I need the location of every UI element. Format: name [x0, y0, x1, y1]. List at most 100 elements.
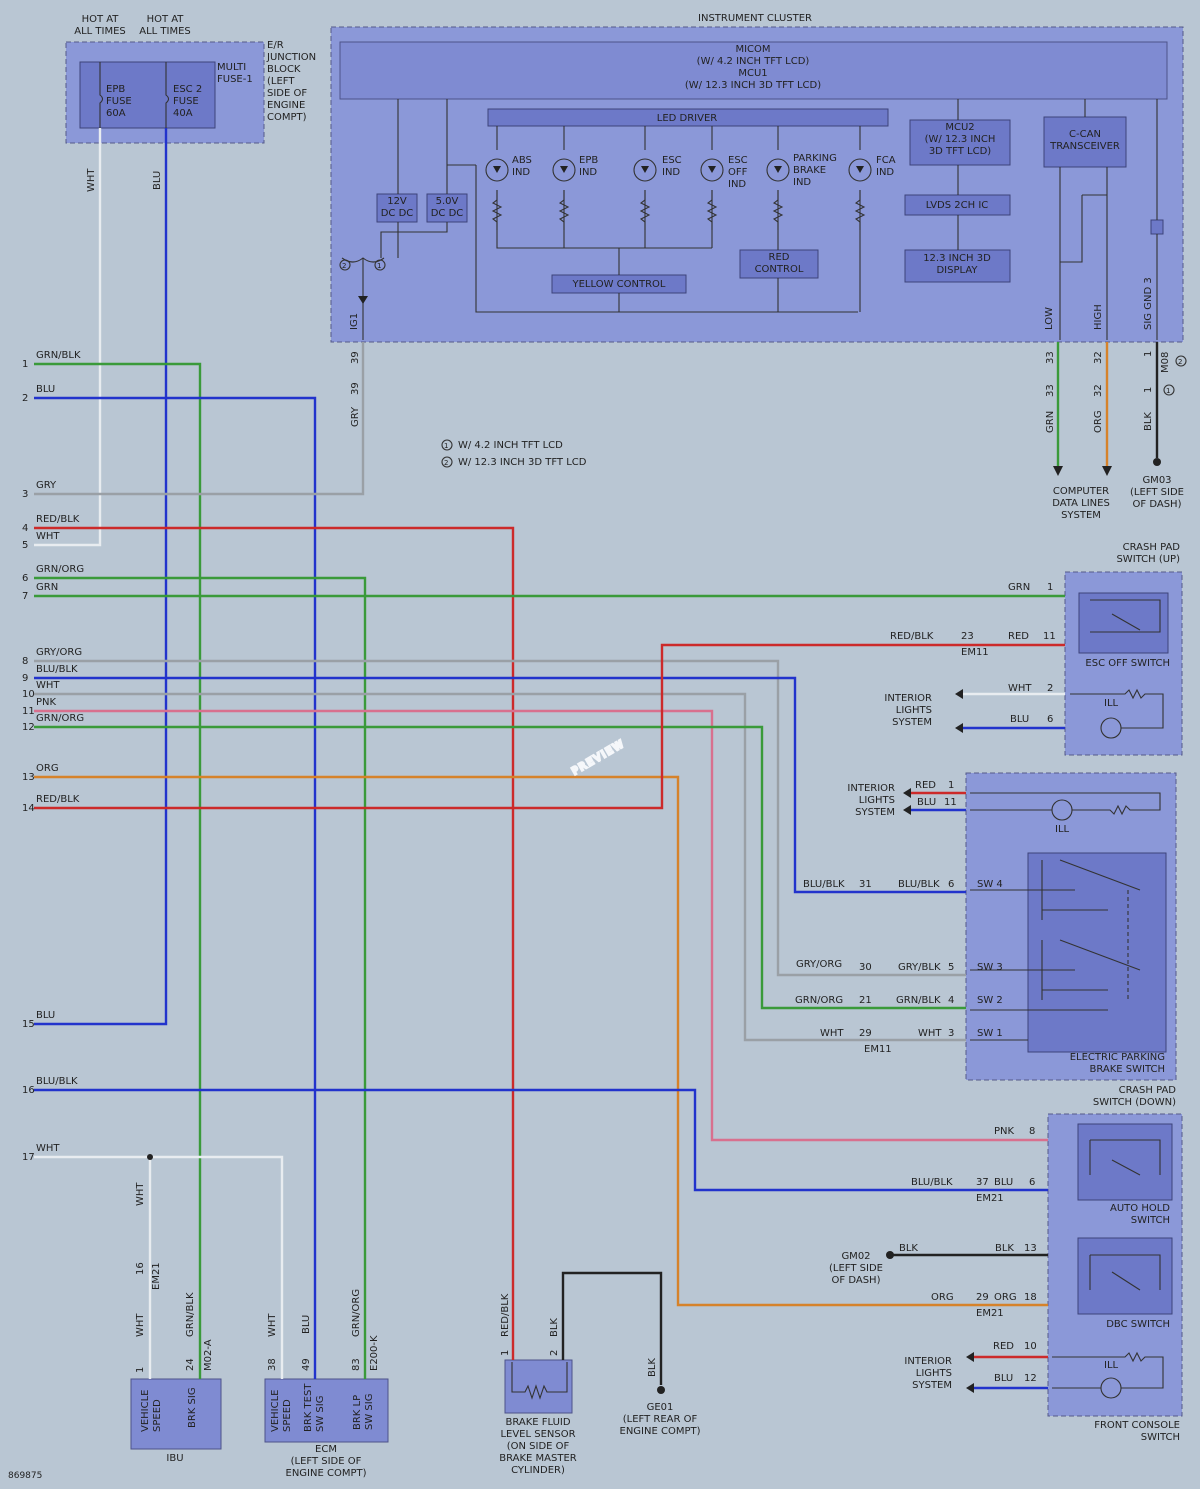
wire-7: [34, 576, 367, 1379]
indicator-group: [485, 158, 872, 230]
cluster-internal-wiring: [341, 99, 1158, 340]
micom-box: [339, 41, 1168, 100]
svg-text:2: 2: [342, 262, 346, 270]
terminal-wire-label: ORG: [36, 763, 59, 774]
svg-text:GRN: GRN: [1008, 582, 1030, 593]
resistor-icon: [706, 190, 718, 230]
epb-switch-inner: [1027, 852, 1167, 1053]
terminal-wire-label: WHT: [36, 1143, 60, 1154]
svg-text:2: 2: [444, 459, 448, 467]
svg-text:6: 6: [948, 879, 954, 890]
ecm-module: [264, 1378, 389, 1443]
esc2-fuse-icon: [165, 62, 170, 128]
wire-labels: WHT BLU GRY 39 39 33 33 32 32 1 1 GRN OR…: [86, 168, 1154, 1384]
yellow-control-label: YELLOW CONTROL: [572, 279, 666, 290]
svg-text:WHT: WHT: [1008, 683, 1032, 694]
terminal-wire-label: BLU: [36, 1010, 55, 1021]
svg-text:2: 2: [549, 1350, 560, 1356]
display-box: [904, 249, 1011, 283]
terminal-number: 11: [22, 706, 35, 717]
wire-5: [34, 342, 365, 496]
svg-text:GRN/BLK: GRN/BLK: [185, 1292, 196, 1337]
note-4-2-inch: W/ 4.2 INCH TFT LCD: [458, 440, 563, 451]
data-line-arrow: [1053, 466, 1063, 476]
low-pin-label: LOW: [1044, 307, 1055, 330]
dbc-switch-box: [1077, 1237, 1173, 1315]
svg-text:SW 1: SW 1: [977, 1028, 1003, 1039]
diagram-code: 869875: [8, 1471, 42, 1481]
svg-text:BLK: BLK: [899, 1243, 918, 1254]
svg-text:RED/BLK: RED/BLK: [890, 631, 934, 642]
svg-text:1: 1: [1143, 387, 1154, 393]
dc12-box: [376, 193, 418, 223]
svg-text:EM21: EM21: [976, 1193, 1004, 1204]
led-driver-label: LED DRIVER: [657, 113, 718, 124]
svg-text:1: 1: [1047, 582, 1053, 593]
svg-text:BLK: BLK: [1143, 412, 1154, 431]
esc-off-switch-box: [1078, 592, 1169, 654]
terminal-wire-label: GRN/BLK: [36, 350, 81, 361]
svg-text:BLK: BLK: [995, 1243, 1014, 1254]
svg-text:1: 1: [500, 1350, 511, 1356]
svg-text:RED: RED: [915, 780, 936, 791]
resistor-icon: [772, 190, 784, 230]
wire-4: [34, 396, 317, 1379]
terminal-wire-label: BLU/BLK: [36, 664, 78, 675]
svg-text:M02-A: M02-A: [203, 1339, 214, 1371]
wire-16: [34, 1088, 1048, 1192]
terminal-number: 3: [22, 489, 28, 500]
svg-text:24: 24: [185, 1358, 196, 1371]
terminal-wire-label: BLU: [36, 384, 55, 395]
led-diode-icon: [641, 166, 649, 173]
terminal-wire-label: RED/BLK: [36, 514, 80, 525]
svg-text:SW 4: SW 4: [977, 879, 1003, 890]
wire-11: [34, 692, 966, 1042]
terminal-number: 5: [22, 540, 28, 551]
terminal-wire-label: WHT: [36, 680, 60, 691]
svg-text:32: 32: [1093, 351, 1104, 364]
wire-1: [34, 128, 102, 547]
wire-6: [34, 526, 515, 1360]
wire-3: [34, 362, 202, 1379]
resistor-icon: [854, 190, 866, 230]
signal-arrow: [903, 788, 911, 798]
svg-text:ORG: ORG: [1093, 410, 1104, 433]
svg-text:EM11: EM11: [961, 647, 989, 658]
epb-switch-contacts: [970, 859, 1141, 1041]
svg-text:BLU: BLU: [1010, 714, 1029, 725]
svg-text:WHT: WHT: [820, 1028, 844, 1039]
resistor-icon: [639, 190, 651, 230]
svg-text:10: 10: [1024, 1341, 1037, 1352]
terminal-wire-label: GRN: [36, 582, 58, 593]
esc-off-switch-label: ESC OFF SWITCH: [1085, 658, 1170, 669]
svg-text:GRY: GRY: [350, 406, 361, 427]
svg-text:BLK: BLK: [647, 1358, 658, 1377]
ibu-brk-sig-pin: BRK SIG: [187, 1387, 198, 1428]
terminal-wire-label: GRN/ORG: [36, 713, 84, 724]
svg-text:WHT: WHT: [86, 168, 97, 192]
resistor-icon: [491, 190, 503, 230]
terminal-number: 13: [22, 772, 35, 783]
led-diode-icon: [493, 166, 501, 173]
led-diode-icon: [856, 166, 864, 173]
terminal-number: 8: [22, 656, 28, 667]
signal-arrow: [955, 723, 963, 733]
ecm-vehicle-speed-pin: VEHICLESPEED: [270, 1390, 293, 1433]
